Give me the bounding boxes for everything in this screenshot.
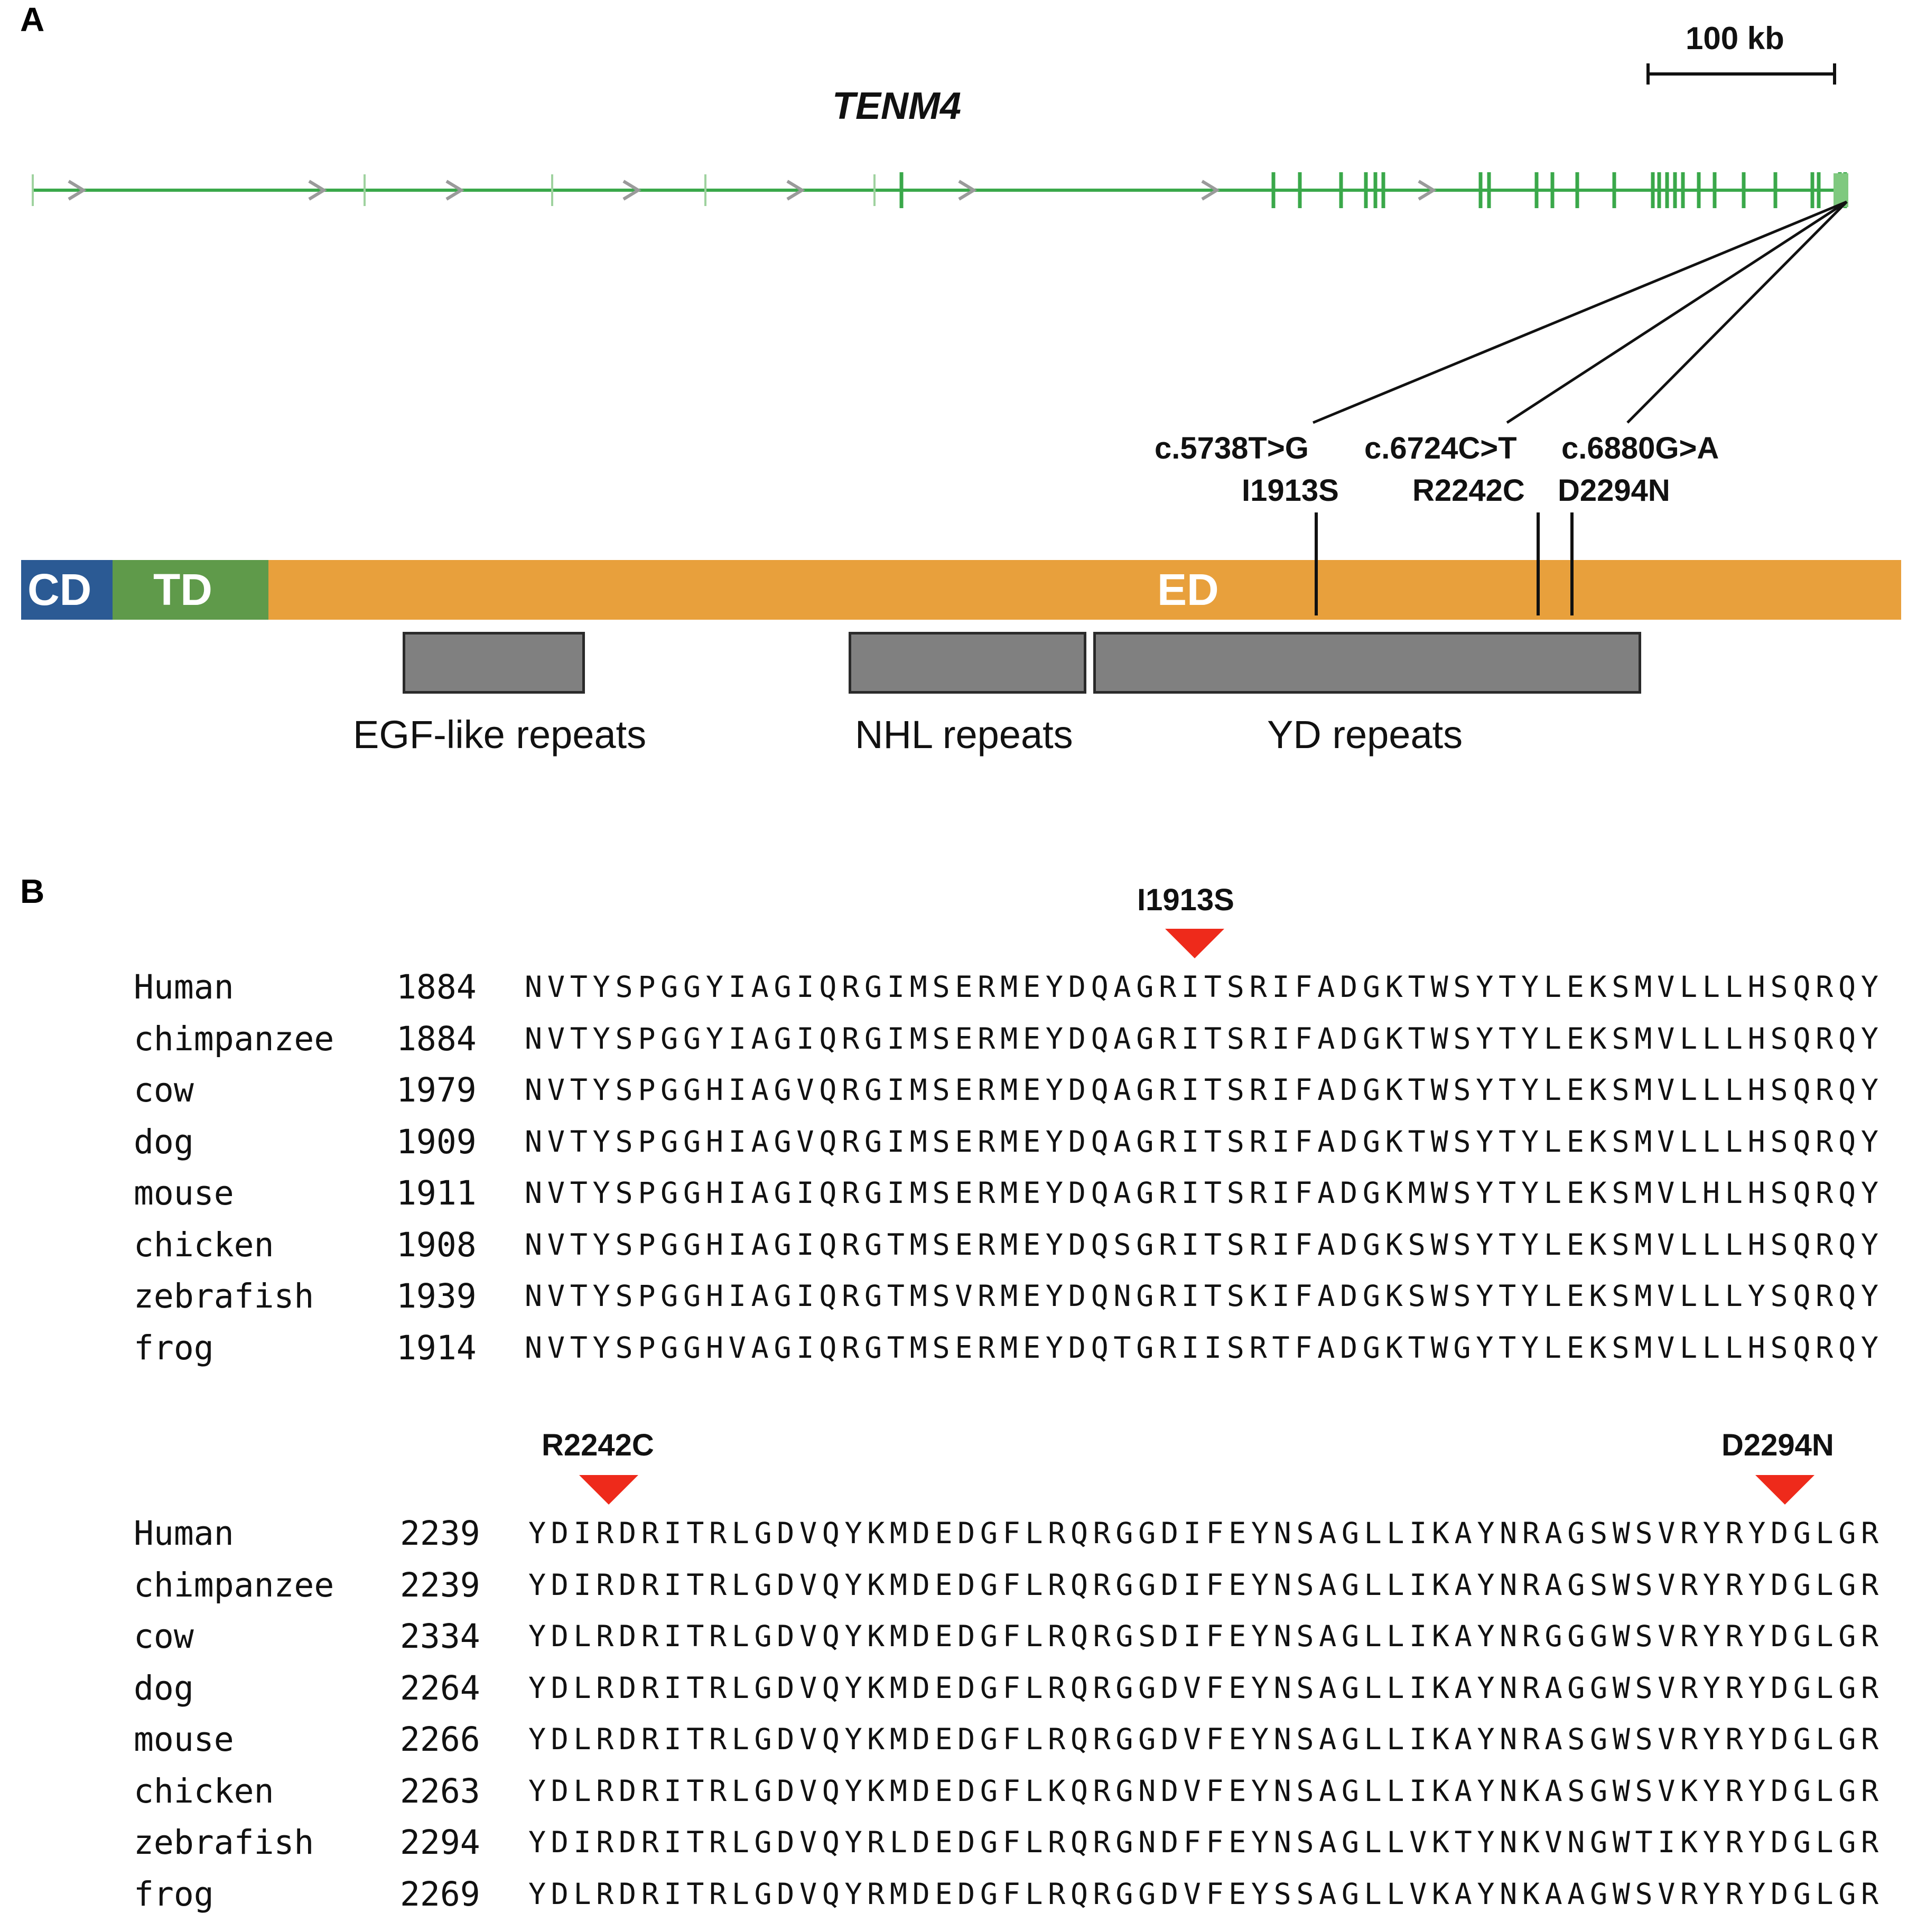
scale-bar-left-tick [1646, 63, 1650, 85]
species-name: Human [134, 1514, 234, 1553]
species-name: mouse [134, 1174, 234, 1212]
species-name: chimpanzee [134, 1020, 334, 1058]
mutation-tick-r2242c [1537, 512, 1540, 615]
exons [899, 172, 1847, 208]
protein-sequence: NVTYSPGGHIAGIQRGIMSERMEYDQAGRITSRIFADGKM… [525, 1176, 1884, 1210]
mutation-arrow-d2294n [1755, 1475, 1814, 1505]
species-name: dog [134, 1123, 194, 1161]
gene-track [32, 172, 1848, 424]
protein-sequence: YDLRDRITRLGDVQYKMDEDGFLRQRGGDVFEYNSAGLLI… [528, 1671, 1884, 1705]
variant-callouts [1313, 200, 1848, 424]
mutation-label-i1913s: I1913S [1137, 883, 1234, 917]
mutation-tick-d2294n [1570, 512, 1574, 615]
domain-ed-label: ED [1157, 565, 1219, 614]
protein-sequence: YDLRDRITRLGDVQYKMDEDGFLRQRGGDVFEYNSAGLLI… [528, 1722, 1884, 1756]
panel-a-label: A [20, 1, 45, 39]
start-position: 1911 [396, 1174, 477, 1212]
start-position: 1908 [396, 1226, 477, 1264]
yd-repeats-label: YD repeats [1267, 713, 1463, 757]
nhl-repeats-box [849, 632, 1086, 694]
start-position: 2264 [400, 1669, 480, 1707]
variant-1-protein: I1913S [1242, 473, 1339, 508]
protein-sequence: NVTYSPGGHIAGVQRGIMSERMEYDQAGRITSRIFADGKT… [525, 1073, 1884, 1107]
start-position: 1884 [396, 1020, 477, 1058]
protein-sequence: YDLRDRITRLGDVQYRMDEDGFLRQRGGDVFEYSSAGLLV… [528, 1877, 1884, 1911]
mutation-tick-i1913s [1315, 512, 1318, 615]
species-name: chimpanzee [134, 1566, 334, 1604]
protein-sequence: YDIRDRITRLGDVQYKMDEDGFLRQRGGDIFEYNSAGLLI… [528, 1516, 1884, 1550]
mutation-arrow-i1913s [1165, 929, 1224, 958]
protein-sequence: YDIRDRITRLGDVQYRLDEDGFLRQRGNDFFEYNSAGLLV… [528, 1825, 1884, 1859]
variant-2-protein: R2242C [1412, 473, 1525, 508]
start-position: 2266 [400, 1720, 480, 1759]
species-name: mouse [134, 1720, 234, 1759]
start-position: 1909 [396, 1123, 477, 1161]
species-name: dog [134, 1669, 194, 1707]
yd-repeats-box [1093, 632, 1641, 694]
protein-sequence: NVTYSPGGHVAGIQRGTMSERMEYDQTGRIISRTFADGKT… [525, 1331, 1884, 1365]
variant-3-cdna: c.6880G>A [1561, 431, 1719, 465]
species-name: Human [134, 968, 234, 1006]
start-position: 2239 [400, 1514, 480, 1553]
start-position: 2239 [400, 1566, 480, 1604]
egf-like-repeats-box [403, 632, 585, 694]
protein-sequence: YDLRDRITRLGDVQYKMDEDGFLKQRGNDVFEYNSAGLLI… [528, 1774, 1884, 1808]
species-name: zebrafish [134, 1823, 314, 1862]
mutation-label-d2294n: D2294N [1721, 1428, 1834, 1462]
protein-sequence: NVTYSPGGHIAGVQRGIMSERMEYDQAGRITSRIFADGKT… [525, 1125, 1884, 1159]
start-position: 2334 [400, 1617, 480, 1656]
species-name: cow [134, 1071, 194, 1109]
domain-cd [21, 560, 113, 620]
species-name: chicken [134, 1772, 274, 1810]
species-name: cow [134, 1617, 194, 1656]
protein-sequence: YDLRDRITRLGDVQYKMDEDGFLRQRGSDIFEYNSAGLLI… [528, 1619, 1884, 1653]
domain-td [113, 560, 268, 620]
start-position: 2263 [400, 1772, 480, 1810]
variant-2-cdna: c.6724C>T [1364, 431, 1517, 465]
protein-sequence: NVTYSPGGYIAGIQRGIMSERMEYDQAGRITSRIFADGKT… [525, 1022, 1884, 1056]
variant-3-protein: D2294N [1558, 473, 1670, 508]
protein-sequence: YDIRDRITRLGDVQYKMDEDGFLRQRGGDIFEYNSAGLLI… [528, 1568, 1884, 1602]
scale-bar-right-tick [1833, 63, 1836, 85]
protein-sequence: NVTYSPGGYIAGIQRGIMSERMEYDQAGRITSRIFADGKT… [525, 970, 1884, 1004]
mutation-label-r2242c: R2242C [542, 1428, 654, 1462]
nhl-repeats-label: NHL repeats [855, 713, 1073, 757]
start-position: 1884 [396, 968, 477, 1006]
scale-bar [1648, 72, 1835, 76]
minor-exons [32, 174, 876, 206]
gene-name: TENM4 [832, 85, 962, 127]
strand-arrows [68, 180, 1437, 201]
species-name: frog [134, 1875, 214, 1914]
scale-bar-label: 100 kb [1686, 21, 1784, 56]
start-position: 1939 [396, 1277, 477, 1315]
domain-cd-label: CD [27, 565, 92, 614]
variant-1-cdna: c.5738T>G [1155, 431, 1309, 465]
egf-like-repeats-label: EGF-like repeats [353, 713, 647, 757]
start-position: 2269 [400, 1875, 480, 1914]
species-name: zebrafish [134, 1277, 314, 1315]
panel-b-label: B [20, 872, 45, 910]
start-position: 2294 [400, 1823, 480, 1862]
start-position: 1914 [396, 1329, 477, 1367]
species-name: chicken [134, 1226, 274, 1264]
species-name: frog [134, 1329, 214, 1367]
protein-sequence: NVTYSPGGHIAGIQRGTMSVRMEYDQNGRITSKIFADGKS… [525, 1279, 1884, 1313]
start-position: 1979 [396, 1071, 477, 1109]
protein-sequence: NVTYSPGGHIAGIQRGTMSERMEYDQSGRITSRIFADGKS… [525, 1228, 1884, 1262]
domain-ed [268, 560, 1901, 620]
mutation-arrow-r2242c [579, 1475, 638, 1505]
domain-td-label: TD [153, 565, 212, 614]
